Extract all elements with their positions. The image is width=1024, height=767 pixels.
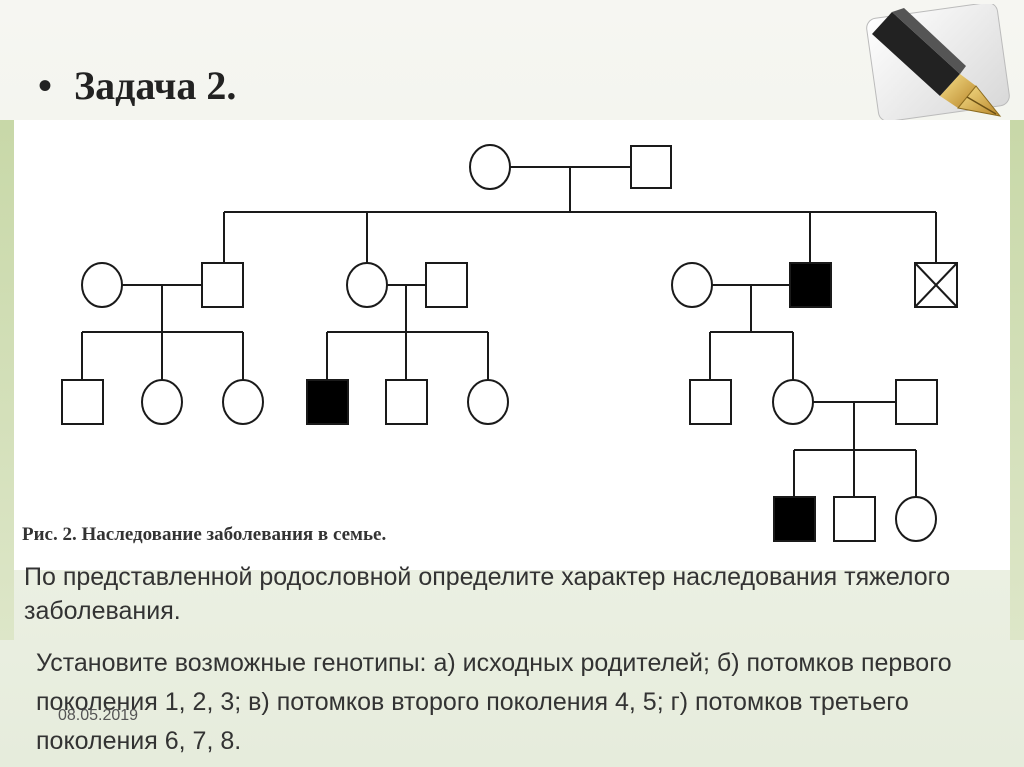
p-male-founder [630, 145, 672, 189]
f2-male-d-affected [306, 379, 349, 425]
f2-female-b [141, 379, 183, 425]
f2-spouse-male-i [895, 379, 938, 425]
f1-spouse-female-3 [671, 262, 713, 308]
f2-male-e [385, 379, 428, 425]
pedigree-individuals [61, 144, 958, 542]
f2-female-c [222, 379, 264, 425]
f2-female-h [772, 379, 814, 425]
p-female-founder [469, 144, 511, 190]
pedigree-figure [14, 120, 1010, 570]
task-paragraph-2: Установите возможные генотипы: а) исходн… [36, 649, 952, 755]
slide-title: • Задача 2. [38, 62, 236, 109]
f2-male-g [689, 379, 732, 425]
f1-female-2 [346, 262, 388, 308]
fountain-pen-icon [862, 2, 1012, 122]
f3-female-c [895, 496, 937, 542]
f1-spouse-male-2 [425, 262, 468, 308]
task-paragraph-1: По представленной родословной определите… [24, 563, 951, 625]
f3-male-b [833, 496, 876, 542]
f1-male-1 [201, 262, 244, 308]
title-text: Задача 2. [74, 63, 237, 108]
left-accent-band [0, 120, 14, 640]
slide-date: 08.05.2019 [58, 707, 139, 724]
pedigree-diagram [61, 144, 958, 542]
title-bullet: • [38, 63, 53, 108]
f2-male-a [61, 379, 104, 425]
pedigree-lines [81, 166, 937, 497]
right-accent-band [1010, 120, 1024, 640]
f3-male-a-affected [773, 496, 816, 542]
figure-caption: Рис. 2. Наследование заболевания в семье… [22, 524, 387, 545]
f1-spouse-female-1 [81, 262, 123, 308]
f1-male-3-affected [789, 262, 832, 308]
f2-female-f [467, 379, 509, 425]
